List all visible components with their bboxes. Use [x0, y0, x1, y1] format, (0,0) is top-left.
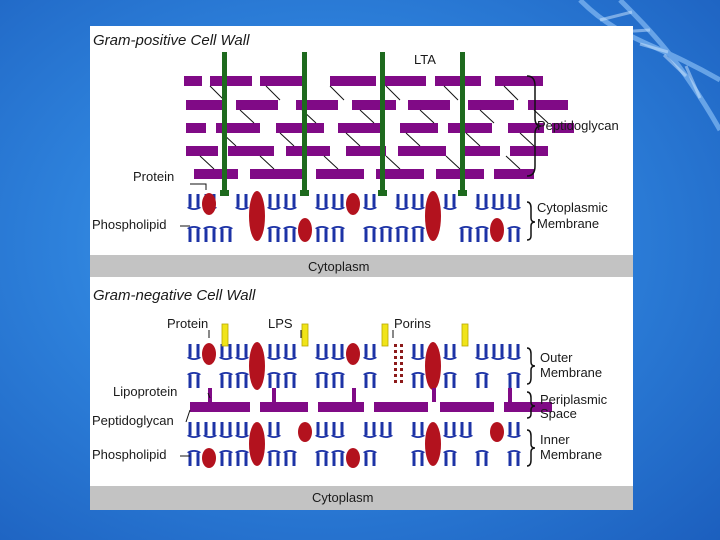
gram-positive-section: Gram-positive Cell Wall [90, 32, 633, 277]
gn-peptidoglycan-layer [190, 402, 552, 412]
peptidoglycan-label-gp: Peptidoglycan [537, 118, 619, 133]
outer-membrane [188, 324, 520, 390]
gram-positive-title: Gram-positive Cell Wall [93, 32, 250, 49]
outer-membrane-label-line1: Outer [540, 350, 573, 365]
periplasmic-label-line1: Periplasmic [540, 392, 608, 407]
cytoplasmic-membrane-label-line1: Cytoplasmic [537, 200, 608, 215]
inner-membrane [188, 422, 520, 468]
periplasmic-label-line2: Space [540, 406, 577, 421]
porin-channel [394, 344, 403, 383]
gp-phospholipid-bottom-row [188, 227, 520, 242]
pg-row-5 [194, 169, 534, 179]
pg-row-4 [186, 146, 548, 156]
cytoplasmic-membrane-label-line2: Membrane [537, 216, 599, 231]
lipoprotein-anchors [208, 388, 512, 402]
gram-positive-peptidoglycan-layers [184, 76, 574, 179]
pg-row-1 [184, 76, 543, 86]
lps-label: LPS [268, 316, 293, 331]
porins-label: Porins [394, 316, 431, 331]
inner-membrane-label-line1: Inner [540, 432, 570, 447]
inner-membrane-label-line2: Membrane [540, 447, 602, 462]
phospholipid-label-gp: Phospholipid [92, 217, 166, 232]
gn-inner-top-row [188, 422, 520, 437]
pg-row-2 [186, 100, 568, 110]
gram-positive-membrane [188, 191, 520, 242]
peptidoglycan-label-gn: Peptidoglycan [92, 413, 174, 428]
gn-outer-bottom-row [188, 373, 520, 388]
gram-negative-section: Gram-negative Cell Wall [90, 287, 633, 510]
gram-negative-title: Gram-negative Cell Wall [93, 287, 256, 304]
phospholipid-label-gn: Phospholipid [92, 447, 166, 462]
protein-pointer-gp [190, 184, 206, 190]
outer-membrane-label-line2: Membrane [540, 365, 602, 380]
diagram-panel: Gram-positive Cell Wall [90, 26, 633, 510]
lipoprotein-label: Lipoprotein [113, 384, 177, 399]
protein-label-gp: Protein [133, 169, 174, 184]
lta-label: LTA [414, 52, 436, 67]
protein-label-gn: Protein [167, 316, 208, 331]
cytoplasmic-membrane-bracket [527, 202, 535, 240]
cytoplasm-label-gp: Cytoplasm [308, 259, 369, 274]
periplasmic-space [190, 388, 552, 412]
cytoplasm-label-gn: Cytoplasm [312, 490, 373, 505]
